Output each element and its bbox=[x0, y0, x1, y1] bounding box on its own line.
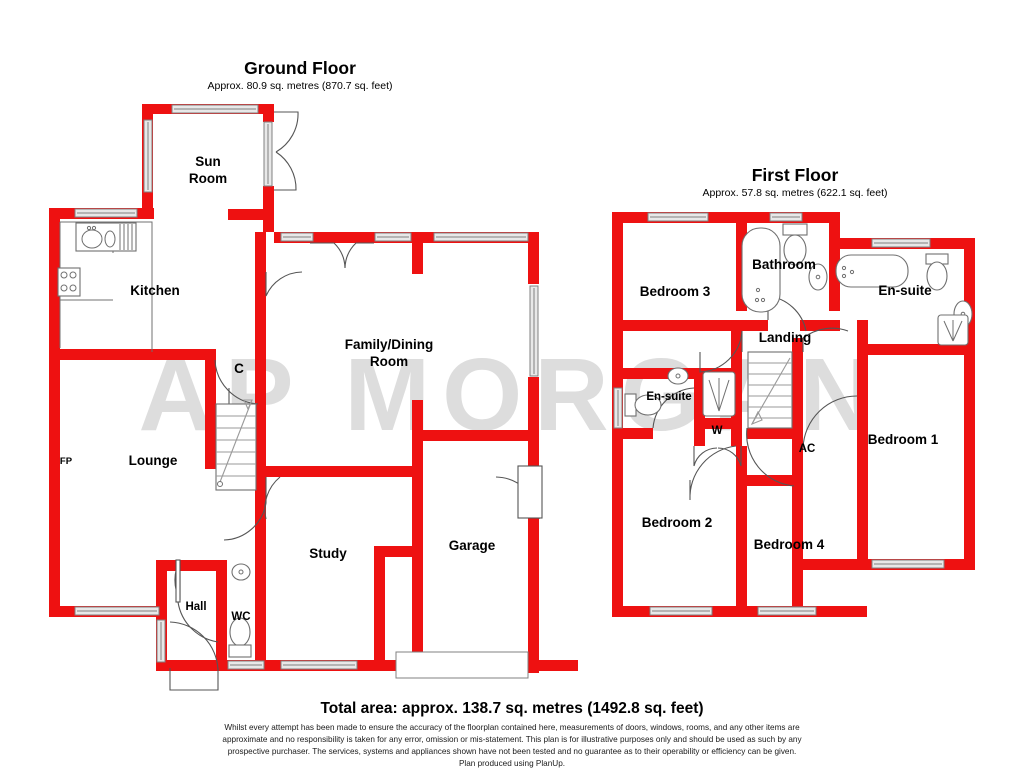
room-label-sun-room-line1: Sun bbox=[195, 154, 221, 169]
first-floor-fixtures bbox=[624, 223, 973, 429]
ensuite-bath-icon bbox=[835, 254, 909, 288]
footer: Total area: approx. 138.7 sq. metres (14… bbox=[222, 700, 802, 768]
room-label-hall: Hall bbox=[185, 601, 206, 613]
kitchen-hob-icon bbox=[57, 267, 81, 297]
first-floor-title: First Floor bbox=[752, 165, 839, 185]
ground-floor-doors bbox=[169, 111, 543, 691]
first-floor-plan: Bedroom 3 Bathroom En-suite Landing En-s… bbox=[612, 212, 975, 617]
bathroom-cistern-icon bbox=[782, 223, 808, 236]
room-label-ensuite-bedroom1: En-suite bbox=[878, 283, 932, 298]
ensuite-toilet-icon bbox=[926, 261, 948, 291]
room-label-study: Study bbox=[309, 546, 347, 561]
ensuite2-toilet-icon bbox=[634, 394, 662, 416]
kitchen-sink-icon bbox=[75, 222, 137, 252]
room-label-ensuite-bedroom2: En-suite bbox=[646, 391, 691, 403]
disclaimer-line-2: approximate and no responsibility is tak… bbox=[222, 735, 802, 744]
room-label-bedroom-3: Bedroom 3 bbox=[640, 284, 711, 299]
disclaimer-line-1: Whilst every attempt has been made to en… bbox=[224, 723, 800, 732]
room-label-bedroom-1: Bedroom 1 bbox=[868, 432, 939, 447]
first-floor-stairs-icon bbox=[747, 351, 793, 429]
ground-floor-subtitle: Approx. 80.9 sq. metres (870.7 sq. feet) bbox=[207, 80, 392, 92]
disclaimer-line-3: prospective purchaser. The services, sys… bbox=[228, 747, 797, 756]
ground-floor-plan: Sun Room Kitchen C Family/Dining Room Lo… bbox=[49, 104, 578, 691]
room-label-wardrobe: W bbox=[712, 425, 723, 437]
disclaimer-line-4: Plan produced using PlanUp. bbox=[459, 759, 565, 768]
ground-floor-room-labels: Sun Room Kitchen C Family/Dining Room Lo… bbox=[60, 154, 496, 623]
ensuite2-basin-icon bbox=[667, 367, 689, 385]
ground-floor-title: Ground Floor bbox=[244, 58, 356, 78]
first-floor-windows bbox=[613, 212, 945, 616]
room-label-airing-cupboard: AC bbox=[799, 443, 816, 455]
wc-basin-icon bbox=[231, 563, 251, 581]
room-label-lounge: Lounge bbox=[129, 453, 178, 468]
room-label-bathroom: Bathroom bbox=[752, 257, 816, 272]
bathroom-toilet-icon bbox=[783, 234, 807, 266]
ground-floor-fixtures bbox=[57, 221, 257, 658]
first-floor-room-labels: Bedroom 3 Bathroom En-suite Landing En-s… bbox=[640, 257, 939, 552]
bathroom-basin-icon bbox=[808, 263, 828, 291]
room-label-bedroom-2: Bedroom 2 bbox=[642, 515, 713, 530]
ground-stairs-icon bbox=[215, 399, 257, 491]
ground-floor-windows bbox=[74, 104, 539, 670]
first-floor-subtitle: Approx. 57.8 sq. metres (622.1 sq. feet) bbox=[702, 187, 887, 199]
room-label-landing: Landing bbox=[759, 330, 812, 345]
room-label-fireplace: FP bbox=[60, 456, 73, 467]
room-label-bedroom-4: Bedroom 4 bbox=[754, 537, 825, 552]
room-label-family-dining-line2: Room bbox=[370, 354, 408, 369]
total-area-text: Total area: approx. 138.7 sq. metres (14… bbox=[320, 700, 703, 717]
room-label-sun-room-line2: Room bbox=[189, 171, 227, 186]
room-label-cupboard: C bbox=[234, 361, 244, 376]
room-label-kitchen: Kitchen bbox=[130, 283, 180, 298]
first-floor-doors bbox=[652, 295, 858, 501]
bathroom-bath-icon bbox=[741, 227, 781, 313]
room-label-wc: WC bbox=[231, 611, 250, 623]
room-label-family-dining-line1: Family/Dining bbox=[345, 337, 434, 352]
room-label-garage: Garage bbox=[449, 538, 496, 553]
